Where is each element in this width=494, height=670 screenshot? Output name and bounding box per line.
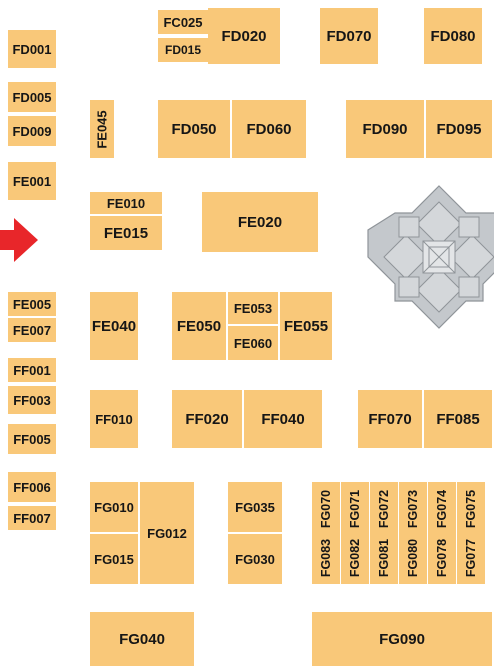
booth-fg070-fg083[interactable]: FG070 FG083 — [312, 482, 340, 584]
booth-ff001[interactable]: FF001 — [8, 358, 56, 382]
booth-fg072-fg081[interactable]: FG072 FG081 — [370, 482, 398, 584]
booth-fe040[interactable]: FE040 — [90, 292, 138, 360]
booth-fd060[interactable]: FD060 — [232, 100, 306, 158]
booth-fg075-fg077[interactable]: FG075 FG077 — [457, 482, 485, 584]
booth-ff003[interactable]: FF003 — [8, 386, 56, 414]
booth-fe010[interactable]: FE010 — [90, 192, 162, 214]
booth-fe055[interactable]: FE055 — [280, 292, 332, 360]
booth-fe007[interactable]: FE007 — [8, 318, 56, 342]
booth-fg012[interactable]: FG012 — [140, 482, 194, 584]
booth-ff005[interactable]: FF005 — [8, 424, 56, 454]
booth-fc025[interactable]: FC025 — [158, 10, 208, 34]
booth-fg010[interactable]: FG010 — [90, 482, 138, 532]
booth-ff040[interactable]: FF040 — [244, 390, 322, 448]
booth-fg035[interactable]: FG035 — [228, 482, 282, 532]
booth-fe060[interactable]: FE060 — [228, 326, 278, 360]
booth-fe050[interactable]: FE050 — [172, 292, 226, 360]
booth-fd001[interactable]: FD001 — [8, 30, 56, 68]
booth-fe001[interactable]: FE001 — [8, 162, 56, 200]
booth-fe053[interactable]: FE053 — [228, 292, 278, 324]
booth-fg074-fg078[interactable]: FG074 FG078 — [428, 482, 456, 584]
booth-fg071-fg082[interactable]: FG071 FG082 — [341, 482, 369, 584]
booth-fd070[interactable]: FD070 — [320, 8, 378, 64]
booth-fd009[interactable]: FD009 — [8, 116, 56, 146]
booth-fd050[interactable]: FD050 — [158, 100, 230, 158]
entrance-arrow-icon — [0, 218, 38, 262]
booth-fg090[interactable]: FG090 — [312, 612, 492, 666]
booth-fe005[interactable]: FE005 — [8, 292, 56, 316]
booth-fd090[interactable]: FD090 — [346, 100, 424, 158]
booth-fd080[interactable]: FD080 — [424, 8, 482, 64]
booth-ff020[interactable]: FF020 — [172, 390, 242, 448]
booth-fg030[interactable]: FG030 — [228, 534, 282, 584]
booth-ff006[interactable]: FF006 — [8, 472, 56, 502]
booth-fe015[interactable]: FE015 — [90, 216, 162, 250]
booth-fd015[interactable]: FD015 — [158, 38, 208, 62]
booth-ff070[interactable]: FF070 — [358, 390, 422, 448]
booth-fd020[interactable]: FD020 — [208, 8, 280, 64]
fountain-icon — [367, 185, 494, 329]
booth-fe045[interactable]: FE045 — [90, 100, 114, 158]
booth-fd005[interactable]: FD005 — [8, 82, 56, 112]
booth-fg015[interactable]: FG015 — [90, 534, 138, 584]
booth-ff085[interactable]: FF085 — [424, 390, 492, 448]
booth-ff007[interactable]: FF007 — [8, 506, 56, 530]
booth-fg040[interactable]: FG040 — [90, 612, 194, 666]
booth-fe020[interactable]: FE020 — [202, 192, 318, 252]
booth-fd095[interactable]: FD095 — [426, 100, 492, 158]
booth-fg073-fg080[interactable]: FG073 FG080 — [399, 482, 427, 584]
booth-ff010[interactable]: FF010 — [90, 390, 138, 448]
